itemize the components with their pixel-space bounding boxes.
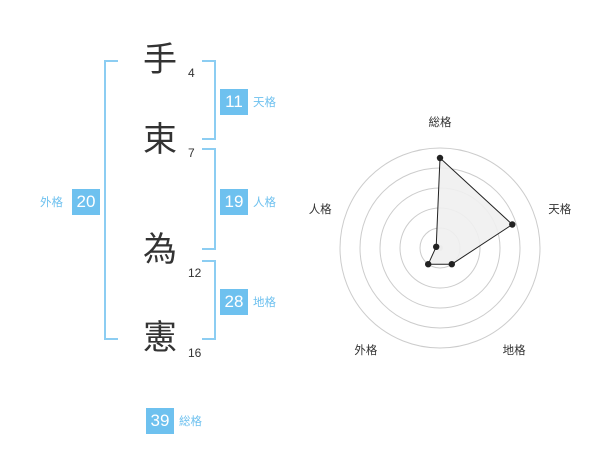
radar-point-1 <box>436 154 444 162</box>
radar-point-4 <box>425 261 432 268</box>
gaikaku-label: 外格 <box>40 195 63 209</box>
stroke-count-4: 16 <box>188 346 202 360</box>
radar-point-2 <box>509 221 516 228</box>
chikaku-label: 地格 <box>253 295 276 309</box>
radar-axis-label-5: 人格 <box>309 202 332 216</box>
soukaku-label: 総格 <box>179 414 202 428</box>
name-char-1: 手 <box>143 40 177 80</box>
name-char-4: 憲 <box>143 318 177 358</box>
stroke-count-3: 12 <box>188 266 202 280</box>
tenkaku-value: 11 <box>220 89 248 115</box>
chikaku-bracket <box>202 260 216 340</box>
stroke-count-1: 4 <box>188 66 195 80</box>
gaikaku-value: 20 <box>72 189 100 215</box>
tenkaku-label: 天格 <box>253 95 276 109</box>
name-char-2: 束 <box>143 120 177 160</box>
radar-ring <box>339 147 541 349</box>
jinkaku-label: 人格 <box>253 195 276 209</box>
gaikaku-bracket <box>104 60 118 340</box>
radar-axis-label-2: 天格 <box>548 202 571 216</box>
radar-point-5 <box>433 243 440 250</box>
stroke-count-2: 7 <box>188 146 195 160</box>
jinkaku-bracket <box>202 148 216 250</box>
radar-axis-label-4: 外格 <box>354 343 377 357</box>
jinkaku-value: 19 <box>220 189 248 215</box>
name-char-3: 為 <box>143 230 177 270</box>
radar-value-polygon <box>427 156 514 265</box>
radar-axis-label-3: 地格 <box>503 343 526 357</box>
radar-axis-label-1: 総格 <box>429 115 452 129</box>
chikaku-value: 28 <box>220 289 248 315</box>
tenkaku-bracket <box>202 60 216 140</box>
soukaku-value: 39 <box>146 408 174 434</box>
radar-point-3 <box>448 261 455 268</box>
